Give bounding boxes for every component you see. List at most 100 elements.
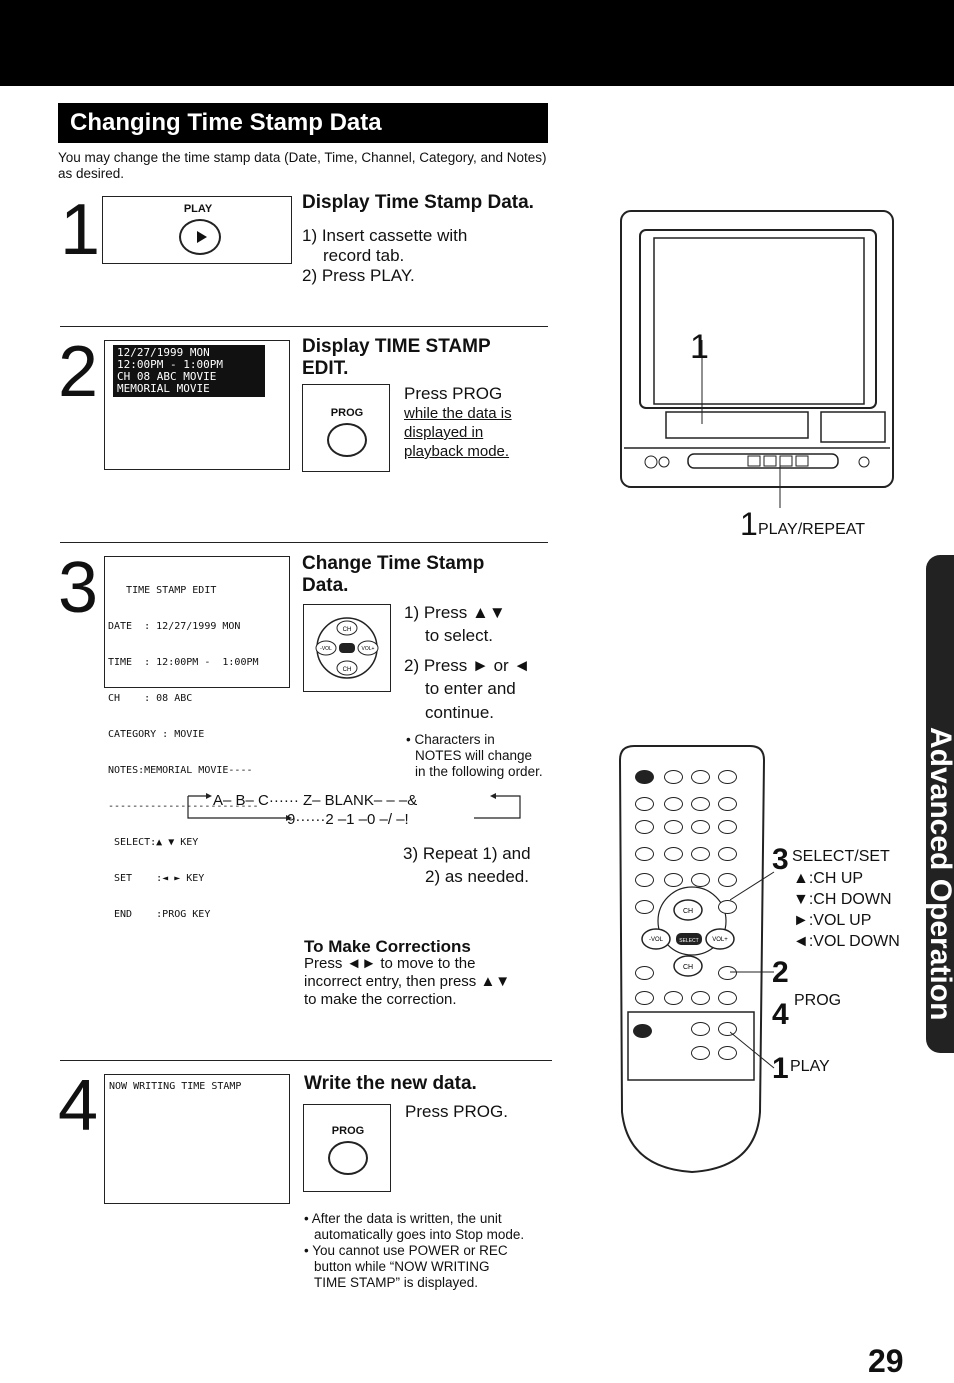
step-4-number: 4 bbox=[58, 1066, 99, 1146]
remote-tape-position-button[interactable] bbox=[635, 820, 654, 834]
play-button-panel: PLAY bbox=[102, 196, 292, 264]
remote-vol-minus: -VOL bbox=[649, 937, 664, 943]
remote-play-button[interactable] bbox=[691, 991, 710, 1005]
pad-vol-plus: VOL+ bbox=[362, 646, 375, 652]
divider bbox=[60, 1060, 552, 1061]
step-3-instr-2a: 2) Press ► or ◄ bbox=[404, 656, 531, 675]
remote-sleep-button[interactable] bbox=[718, 770, 737, 784]
now-writing-text: NOW WRITING TIME STAMP bbox=[109, 1081, 242, 1092]
screen-line: NOTES:MEMORIAL MOVIE---- bbox=[108, 765, 253, 776]
remote-num-3-button[interactable] bbox=[718, 797, 737, 811]
remote-ff-button[interactable] bbox=[718, 991, 737, 1005]
remote-prog-button[interactable] bbox=[718, 966, 737, 980]
pad-vol-minus: -VOL bbox=[320, 646, 332, 652]
remote-num-7-button[interactable] bbox=[664, 847, 683, 861]
remote-num-9-button[interactable] bbox=[718, 847, 737, 861]
remote-select-button[interactable] bbox=[664, 770, 683, 784]
remote-vol-plus: VOL+ bbox=[712, 937, 728, 943]
step-4-bullet-2a: • You cannot use POWER or REC bbox=[304, 1243, 508, 1258]
corrections-line-3: to make the correction. bbox=[304, 991, 457, 1008]
remote-vcr-tv-button[interactable] bbox=[718, 1022, 737, 1036]
remote-mute2-button[interactable] bbox=[635, 900, 654, 914]
remote-rew-button[interactable] bbox=[664, 991, 683, 1005]
remote-action-button[interactable] bbox=[635, 966, 654, 980]
remote-stop-button[interactable] bbox=[635, 991, 654, 1005]
remote-num-2-button[interactable] bbox=[691, 797, 710, 811]
remote-speed-button[interactable] bbox=[718, 1046, 737, 1060]
step-3-heading-2: Data. bbox=[302, 575, 349, 596]
remote-ch-up: CH bbox=[683, 908, 693, 915]
screen-line: SELECT:▲ ▼ KEY bbox=[108, 837, 199, 848]
edit-screen-text: TIME STAMP EDIT DATE : 12/27/1999 MON TI… bbox=[108, 561, 259, 945]
section-side-tab bbox=[926, 555, 954, 1053]
remote-search-button[interactable] bbox=[718, 900, 737, 914]
remote-pwrty-button[interactable] bbox=[691, 1046, 710, 1060]
remote-num-0-button[interactable] bbox=[691, 873, 710, 887]
time-stamp-display: 12/27/1999 MON 12:00PM - 1:00PM CH 08 AB… bbox=[113, 345, 265, 397]
step-2-number: 2 bbox=[58, 332, 99, 412]
step-4-bullet-1b: automatically goes into Stop mode. bbox=[314, 1227, 525, 1242]
remote-num-1-button[interactable] bbox=[664, 797, 683, 811]
remote-num-4-button[interactable] bbox=[664, 820, 683, 834]
screen-line: CH 08 ABC MOVIE bbox=[117, 370, 217, 383]
callout-3-number: 3 bbox=[772, 843, 789, 876]
remote-power-button[interactable] bbox=[635, 770, 654, 784]
page-number: 29 bbox=[868, 1343, 904, 1379]
prog-label: PROG bbox=[794, 992, 842, 1009]
callout-4-number: 4 bbox=[772, 998, 789, 1031]
step-3-instr-1a: 1) Press ▲▼ bbox=[404, 603, 506, 622]
remote-mute-button[interactable] bbox=[691, 770, 710, 784]
remote-callout-lines bbox=[730, 871, 775, 1069]
prog-button-label: PROG bbox=[330, 407, 364, 419]
play-button[interactable] bbox=[179, 219, 221, 255]
step-3-instr-3b: 2) as needed. bbox=[425, 867, 529, 886]
remote-plus100-button[interactable] bbox=[664, 873, 683, 887]
play-button-label: PLAY bbox=[183, 203, 213, 215]
sequence-bottom: 9······2 –1 –0 –/ –! bbox=[287, 811, 409, 828]
divider bbox=[60, 326, 548, 327]
step-4-bullet-1a: • After the data is written, the unit bbox=[304, 1211, 502, 1226]
step-4-press: Press PROG. bbox=[405, 1102, 508, 1121]
screen-line: 12/27/1999 MON bbox=[117, 346, 210, 359]
step-2-heading-1: Display TIME STAMP bbox=[302, 336, 491, 357]
remote-num-8-button[interactable] bbox=[691, 847, 710, 861]
step-3-instr-1b: to select. bbox=[425, 626, 494, 645]
corrections-heading: To Make Corrections bbox=[304, 937, 471, 956]
pad-ch-down: CH bbox=[343, 667, 352, 673]
remote-select: SELECT bbox=[679, 938, 698, 944]
step-1-number: 1 bbox=[60, 190, 101, 270]
screen-line: TIME STAMP EDIT bbox=[108, 585, 217, 596]
step-4-heading: Write the new data. bbox=[304, 1073, 477, 1094]
play-icon bbox=[197, 231, 207, 243]
step-4-bullet-2b: button while “NOW WRITING bbox=[314, 1259, 490, 1274]
step-1-instr-2: 2) Press PLAY. bbox=[302, 266, 415, 285]
remote-display-button[interactable] bbox=[635, 797, 654, 811]
callout-2-number: 2 bbox=[772, 956, 789, 989]
remote-num-5-button[interactable] bbox=[691, 820, 710, 834]
remote-rec-button[interactable] bbox=[633, 1024, 652, 1038]
remote-add-dlt-button[interactable] bbox=[718, 873, 737, 887]
prog-button[interactable] bbox=[327, 423, 367, 457]
remote-atune-button[interactable] bbox=[635, 873, 654, 887]
play-label: PLAY bbox=[790, 1058, 830, 1075]
callout-1-number: 1 bbox=[772, 1052, 789, 1085]
remote-pause-button[interactable] bbox=[691, 1022, 710, 1036]
step-3-instr-2b: to enter and bbox=[425, 679, 516, 698]
tv-vcr-illustration bbox=[620, 210, 894, 508]
screen-line: CATEGORY : MOVIE bbox=[108, 729, 205, 740]
remote-num-6-button[interactable] bbox=[718, 820, 737, 834]
prog-button-panel: PROG bbox=[303, 1104, 391, 1192]
screen-line: ------------------------- bbox=[108, 801, 259, 812]
step-2-note-3: playback mode. bbox=[404, 443, 510, 460]
time-stamp-edit-screen: TIME STAMP EDIT DATE : 12/27/1999 MON TI… bbox=[104, 556, 290, 920]
step-1-heading: Display Time Stamp Data. bbox=[302, 192, 534, 213]
corrections-line-1: Press ◄► to move to the bbox=[304, 955, 476, 972]
screen-line: TIME : 12:00PM - 1:00PM bbox=[108, 657, 259, 668]
remote-counter-button[interactable] bbox=[635, 847, 654, 861]
prog-button[interactable] bbox=[328, 1141, 368, 1175]
step-2-screen: 12/27/1999 MON 12:00PM - 1:00PM CH 08 AB… bbox=[104, 340, 290, 470]
characters-note-3: in the following order. bbox=[415, 764, 543, 779]
intro-text: You may change the time stamp data (Date… bbox=[58, 150, 547, 181]
screen-line: SET :◄ ► KEY bbox=[108, 873, 205, 884]
select-set-label: SELECT/SET bbox=[792, 848, 890, 865]
